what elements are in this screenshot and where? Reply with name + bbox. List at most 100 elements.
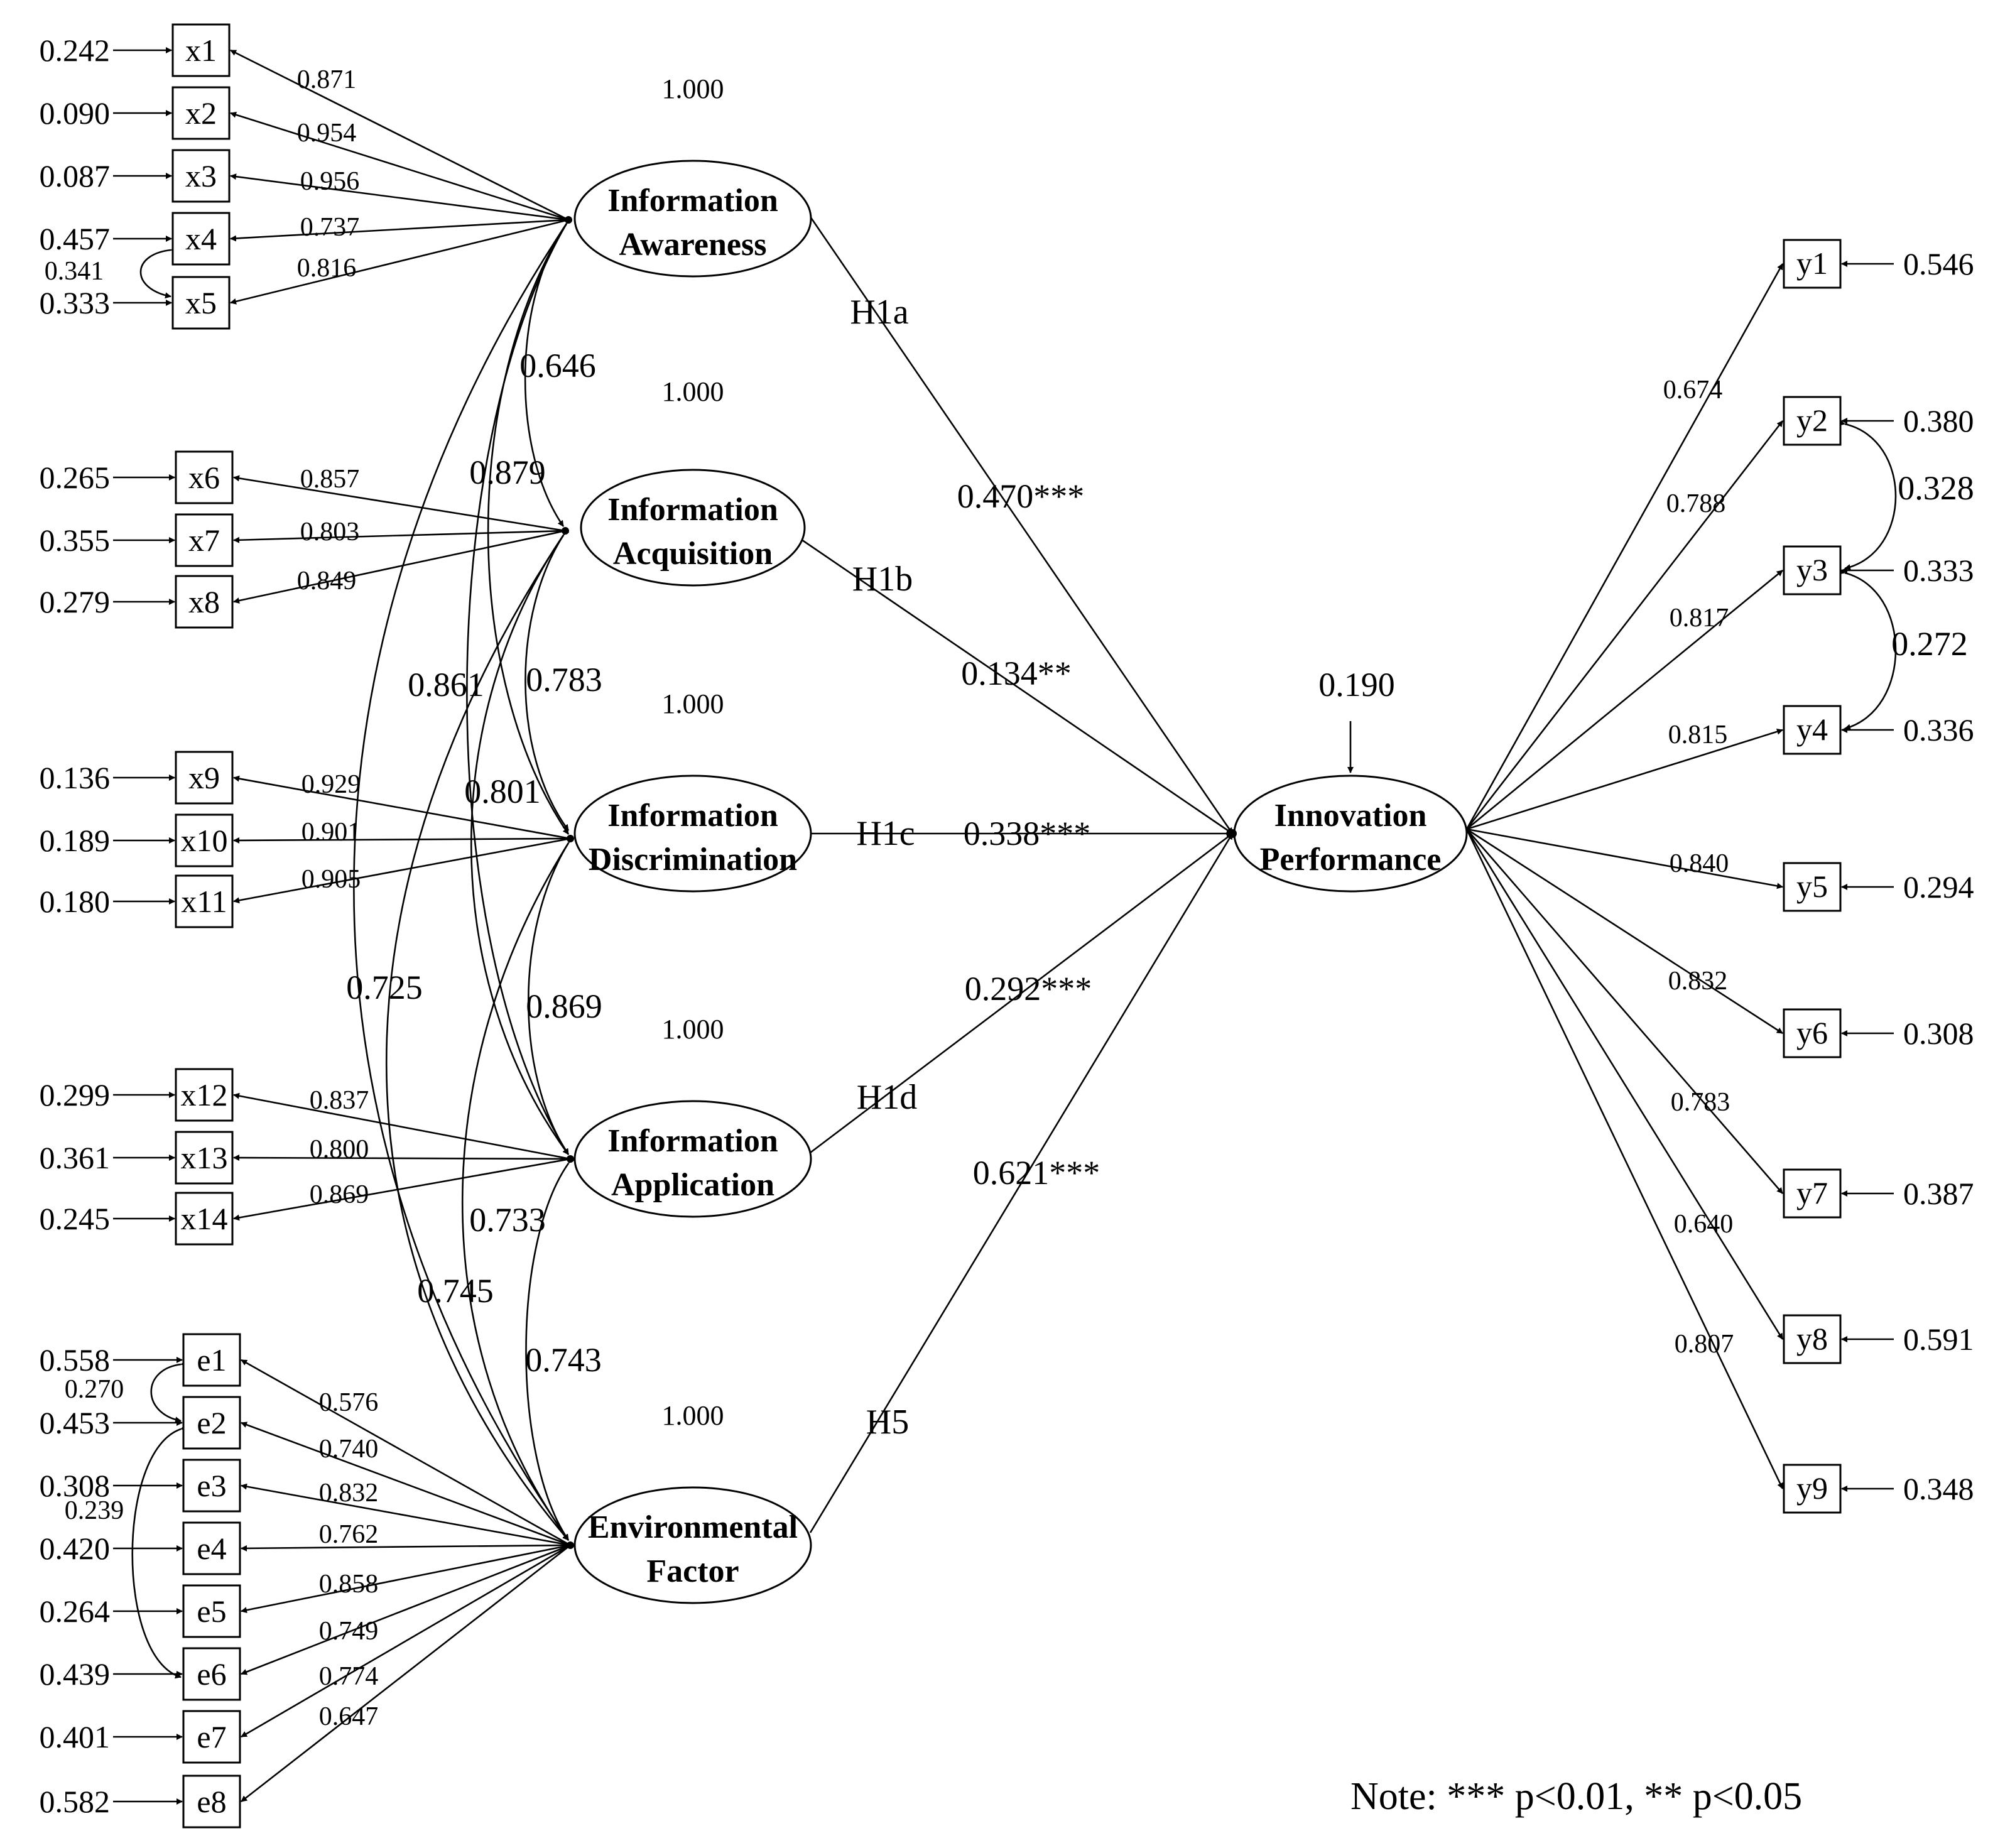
error-variance: 0.299 bbox=[40, 1077, 111, 1112]
indicator-y5 bbox=[1783, 862, 1842, 912]
latent-variance: 1.000 bbox=[662, 1014, 724, 1045]
covariance-value: 0.341 bbox=[45, 257, 104, 286]
indicator-box bbox=[182, 1584, 241, 1638]
indicator-y1 bbox=[1783, 239, 1842, 289]
indicator-x2 bbox=[171, 86, 231, 140]
indicator-box bbox=[175, 575, 234, 629]
indicator-label: x1 bbox=[185, 33, 217, 68]
correlation-value: 0.733 bbox=[469, 1201, 546, 1239]
indicator-y7 bbox=[1783, 1168, 1842, 1219]
correlation-value: 0.861 bbox=[408, 666, 484, 704]
loading-arrow-y1 bbox=[1465, 263, 1784, 830]
error-covariance-x4-x5 bbox=[139, 246, 177, 299]
indicator-label: x6 bbox=[188, 460, 220, 495]
indicator-label: y2 bbox=[1796, 403, 1828, 438]
path-coefficient: 0.470*** bbox=[957, 477, 1085, 515]
loading-arrow-x10 bbox=[233, 837, 571, 844]
indicator-label: x9 bbox=[188, 760, 220, 795]
loading-value: 0.858 bbox=[319, 1570, 379, 1599]
loading-arrow-y7 bbox=[1466, 829, 1783, 1194]
indicator-label: y4 bbox=[1796, 712, 1828, 747]
indicator-e2 bbox=[182, 1396, 241, 1450]
loading-value: 0.816 bbox=[297, 254, 357, 283]
error-variance: 0.264 bbox=[40, 1594, 111, 1629]
indicator-label: x8 bbox=[188, 584, 220, 619]
correlation-value: 0.869 bbox=[526, 987, 602, 1025]
structural-path-h1a bbox=[809, 216, 1234, 834]
indicator-box bbox=[1783, 705, 1842, 755]
indicator-e7 bbox=[182, 1710, 241, 1764]
loading-arrow-x5 bbox=[230, 219, 569, 305]
path-coefficient: 0.292*** bbox=[965, 970, 1092, 1008]
indicator-label: y8 bbox=[1796, 1321, 1828, 1356]
loading-value: 0.832 bbox=[1668, 967, 1728, 996]
indicator-x14 bbox=[175, 1192, 234, 1246]
loading-arrow-x11 bbox=[233, 837, 571, 904]
error-variance: 0.457 bbox=[40, 221, 111, 256]
latent-variance: 1.000 bbox=[662, 376, 724, 407]
factor-hub-dot bbox=[567, 835, 574, 842]
indicator-y8 bbox=[1783, 1314, 1842, 1364]
loading-value: 0.840 bbox=[1670, 849, 1729, 878]
indicator-label: e3 bbox=[197, 1468, 226, 1503]
loading-value: 0.640 bbox=[1674, 1210, 1734, 1239]
indicator-box bbox=[175, 751, 234, 805]
factor-hub-dot bbox=[565, 216, 572, 224]
loading-value: 0.749 bbox=[319, 1617, 379, 1646]
indicator-label: e4 bbox=[197, 1531, 226, 1566]
latent-ef bbox=[573, 1486, 812, 1604]
error-variance: 0.380 bbox=[1903, 403, 1974, 438]
error-variance: 0.558 bbox=[40, 1342, 111, 1378]
indicator-box bbox=[171, 149, 231, 203]
loading-value: 0.905 bbox=[302, 865, 361, 894]
loading-arrow-e1 bbox=[241, 1359, 571, 1546]
hypothesis-label: H5 bbox=[866, 1403, 909, 1442]
latent-ip bbox=[573, 1100, 812, 1218]
error-variance: 0.189 bbox=[40, 823, 111, 858]
error-variance: 0.180 bbox=[40, 884, 111, 919]
indicator-x10 bbox=[175, 813, 234, 867]
error-variance: 0.401 bbox=[40, 1719, 111, 1754]
loading-value: 0.737 bbox=[300, 213, 360, 242]
latent-label-line2: Application bbox=[611, 1167, 774, 1203]
latent-ellipse bbox=[573, 1486, 812, 1604]
indicator-box bbox=[175, 1068, 234, 1122]
loading-value: 0.774 bbox=[319, 1662, 379, 1691]
indicator-label: x2 bbox=[185, 95, 217, 131]
indicator-box bbox=[182, 1459, 241, 1513]
structural-path-h1b bbox=[797, 536, 1233, 835]
factor-correlation-iq-ef bbox=[385, 528, 570, 1541]
covariance-value: 0.272 bbox=[1891, 625, 1968, 663]
loading-arrow-y9 bbox=[1465, 829, 1784, 1489]
loading-value: 0.647 bbox=[319, 1702, 379, 1731]
indicator-x5 bbox=[171, 276, 231, 330]
loading-arrow-y5 bbox=[1466, 828, 1783, 889]
error-variance: 0.336 bbox=[1903, 712, 1974, 747]
error-variance: 0.294 bbox=[1903, 869, 1974, 905]
loading-value: 0.740 bbox=[319, 1435, 379, 1464]
indicator-label: x5 bbox=[185, 285, 217, 320]
latent-ellipse bbox=[580, 469, 806, 587]
indicator-box bbox=[182, 1647, 241, 1701]
loading-value: 0.807 bbox=[1675, 1330, 1734, 1359]
loading-arrow-e3 bbox=[241, 1483, 571, 1546]
indicator-y2 bbox=[1783, 396, 1842, 446]
latent-ellipse bbox=[573, 1100, 812, 1218]
loading-arrow-y8 bbox=[1465, 829, 1784, 1340]
latent-label-line1: Innovation bbox=[1274, 798, 1427, 834]
hypothesis-label: H1a bbox=[850, 293, 908, 332]
latent-variance: 1.000 bbox=[662, 1400, 724, 1431]
loading-arrow-x3 bbox=[230, 173, 569, 221]
error-variance: 0.308 bbox=[40, 1468, 111, 1503]
error-variance: 0.361 bbox=[40, 1140, 111, 1175]
error-variance: 0.348 bbox=[1903, 1471, 1974, 1506]
latent-ellipse bbox=[573, 775, 812, 893]
latent-label-line1: Information bbox=[607, 492, 778, 528]
covariance-value: 0.328 bbox=[1898, 469, 1974, 507]
loading-value: 0.817 bbox=[1670, 604, 1729, 633]
performance-hub-dot bbox=[1228, 829, 1237, 838]
indicator-label: x12 bbox=[181, 1077, 228, 1112]
error-covariance-y3-y4 bbox=[1839, 568, 1897, 731]
latent-label-line1: Information bbox=[607, 183, 778, 219]
loading-value: 0.832 bbox=[319, 1479, 379, 1508]
